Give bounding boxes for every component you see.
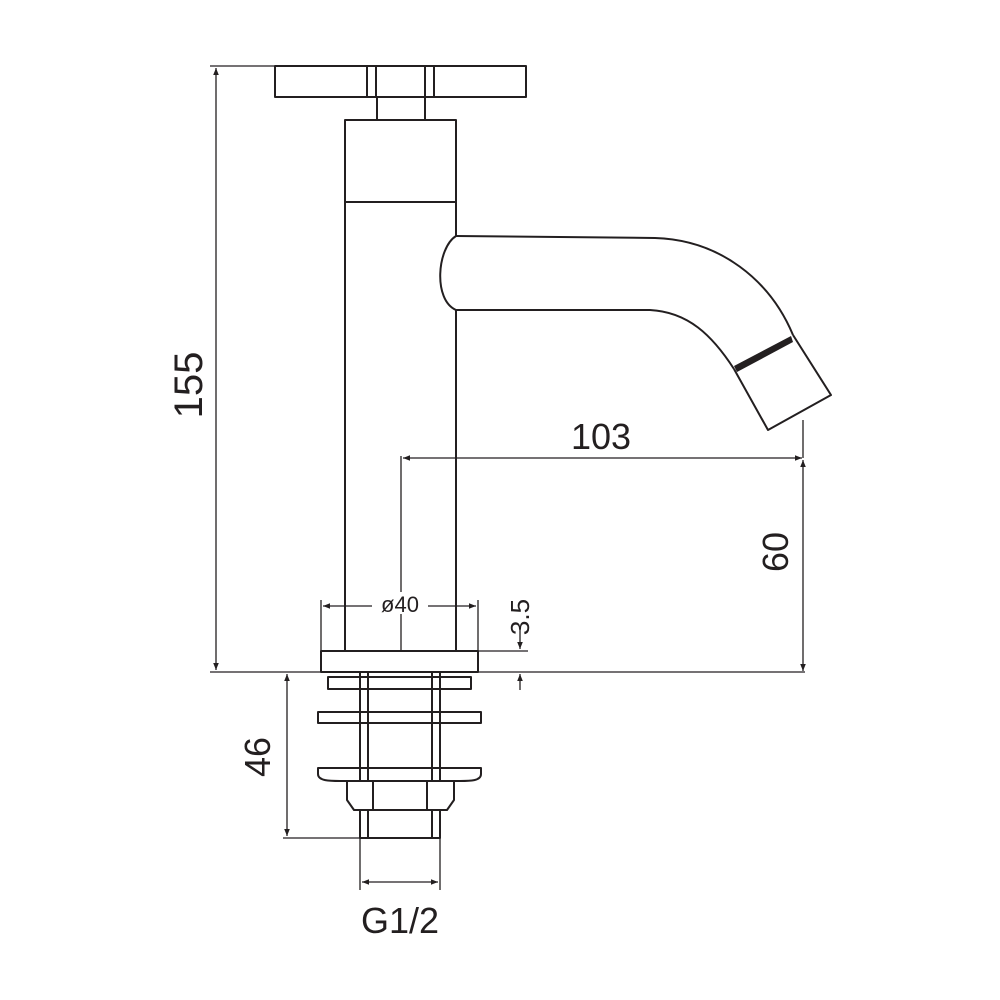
base-diameter-label: ø40 [381,592,419,617]
dimension-thread: G1/2 [359,838,441,941]
valve-body [344,119,457,652]
spout [439,235,832,431]
thread-label: G1/2 [361,900,439,941]
height-label: 155 [167,352,211,419]
dimension-reach: 103 [400,416,802,651]
reach-label: 103 [571,416,631,457]
mounting-shank [317,672,482,839]
dimension-spout-height: 60 [478,420,806,673]
dimension-shank-length: 46 [237,674,360,839]
spout-height-label: 60 [755,532,796,572]
base-flange [320,650,479,673]
base-thickness-label: 3.5 [505,599,535,635]
dimension-height: 155 [167,65,321,673]
dimension-base-diameter: ø40 [320,592,479,651]
dimension-base-thickness: 3.5 [478,599,535,690]
cross-handle [274,65,527,121]
shank-length-label: 46 [237,737,278,777]
